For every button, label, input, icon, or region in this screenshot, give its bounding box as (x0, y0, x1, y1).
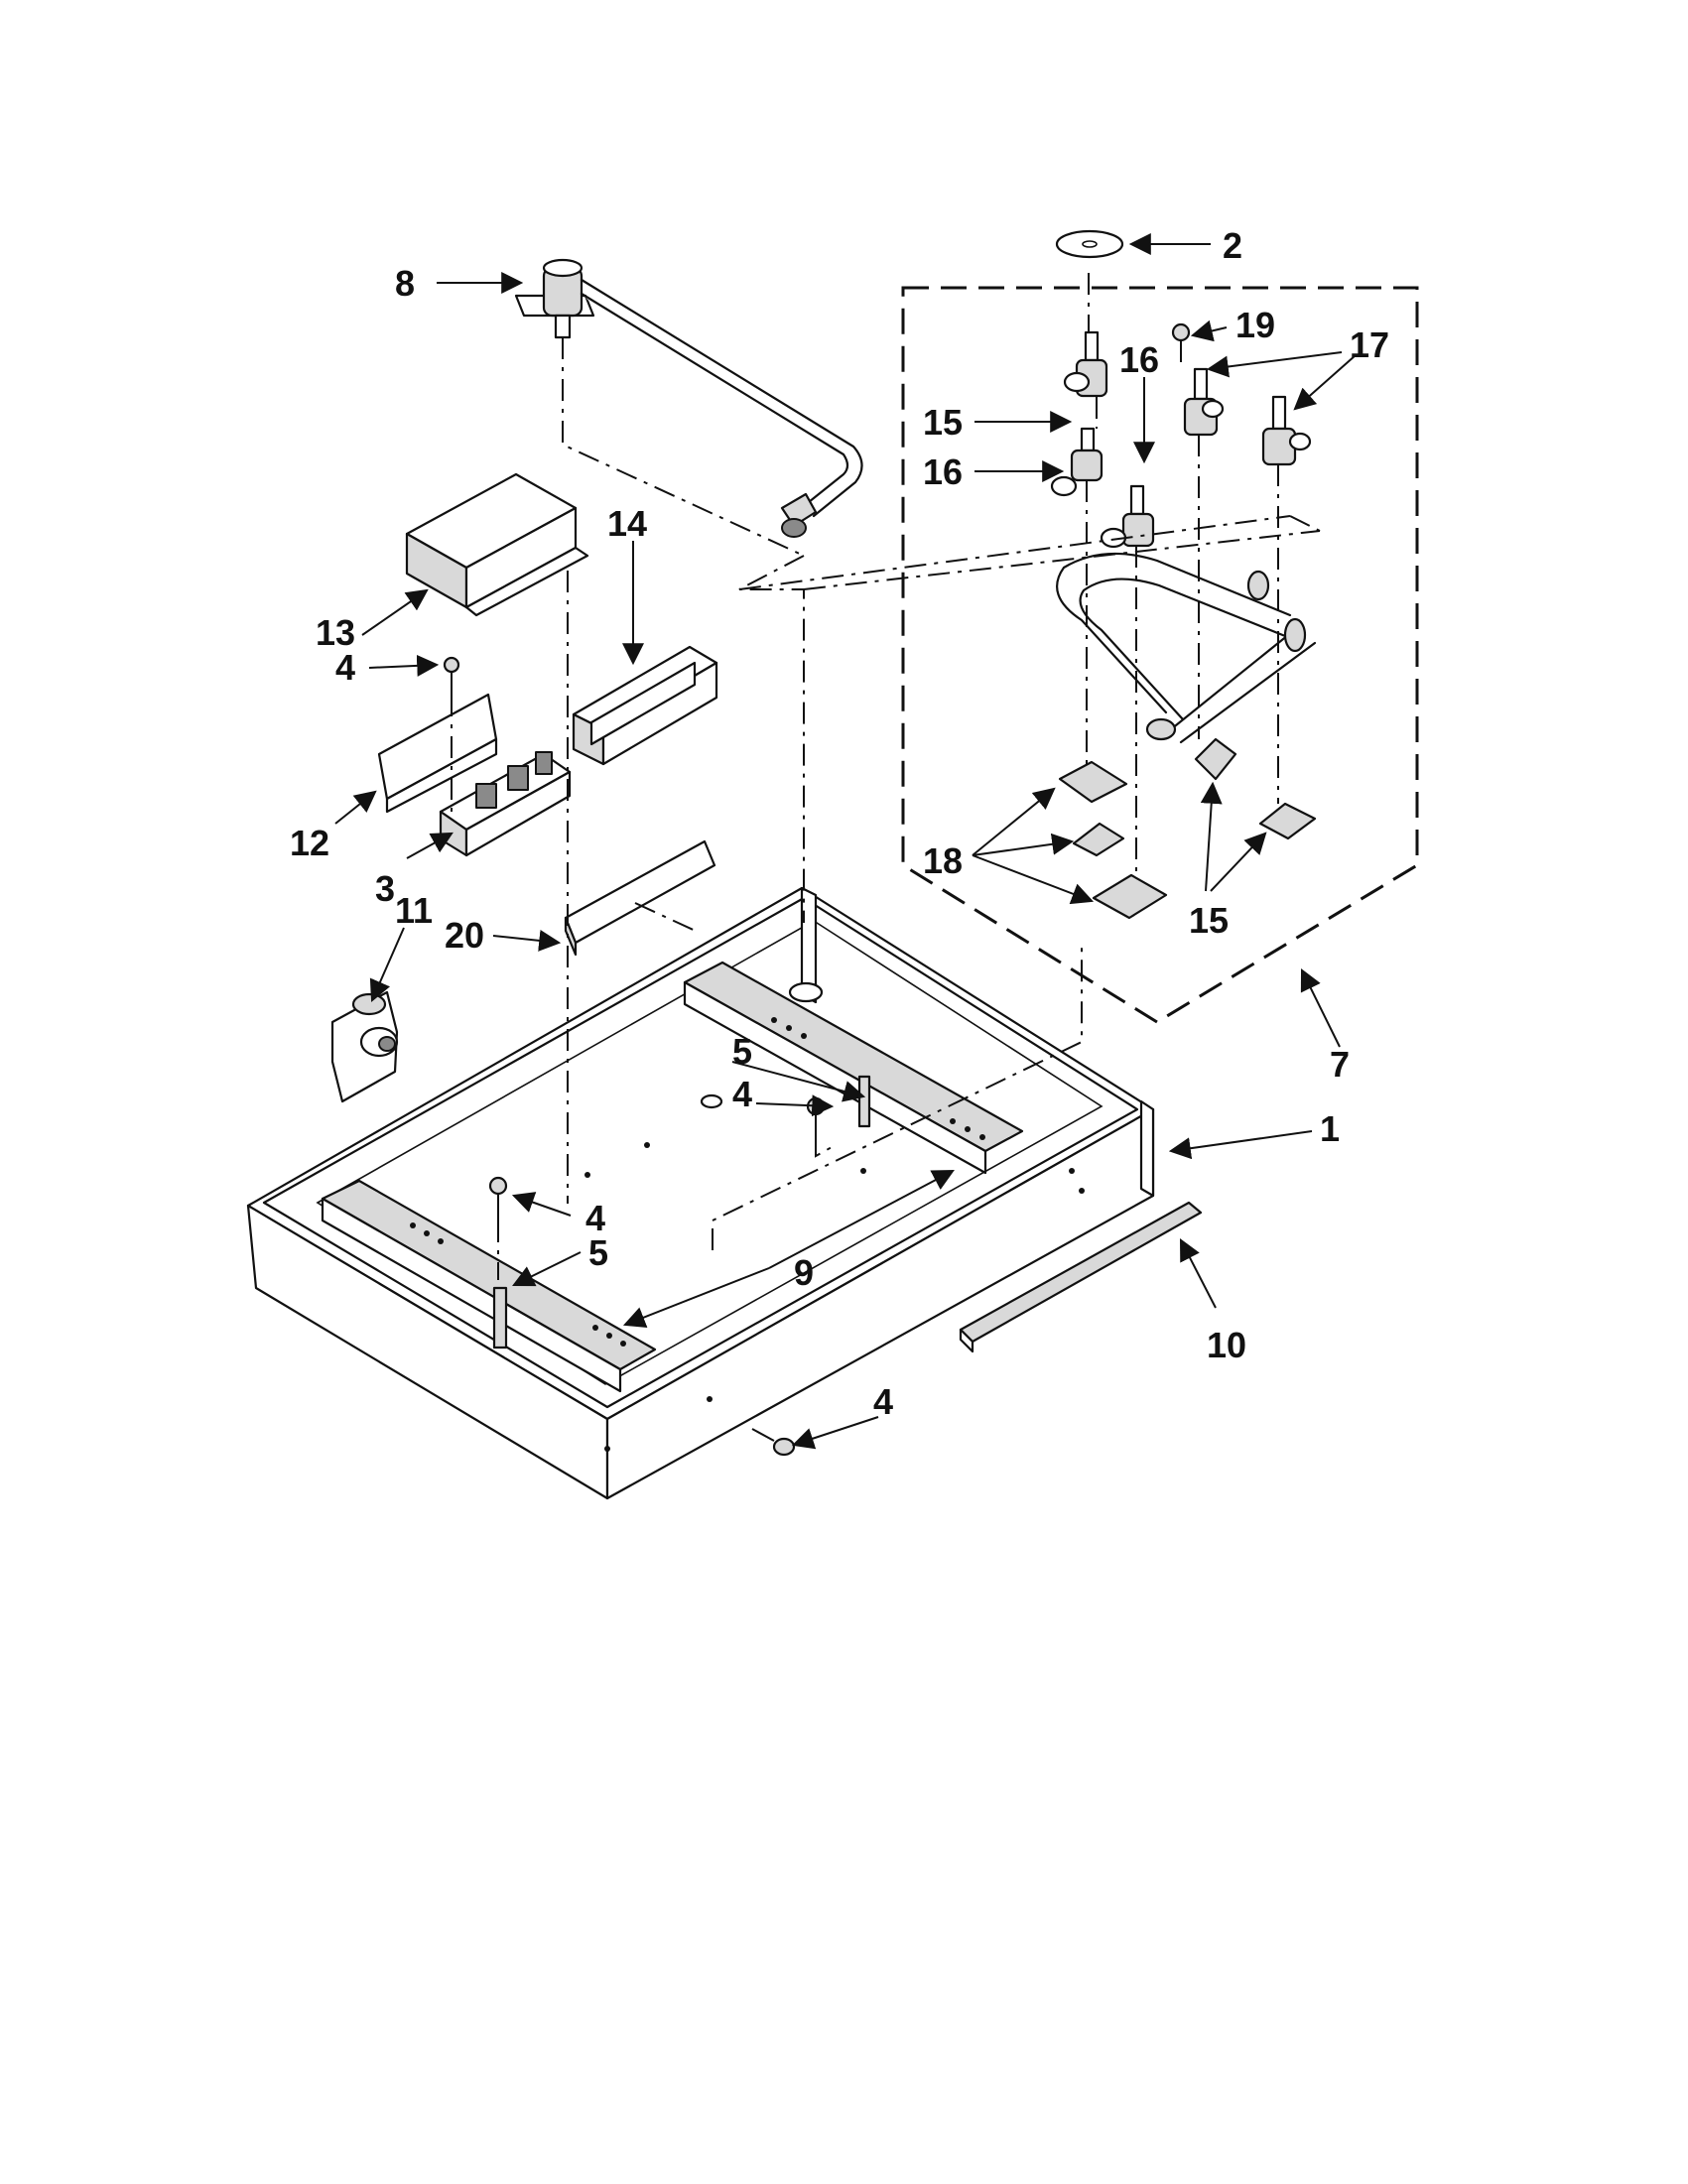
callout-8: 8 (395, 263, 415, 304)
screws (443, 322, 1191, 1457)
screw-4a (443, 656, 460, 695)
callout-14: 14 (607, 503, 647, 544)
callout-20: 20 (445, 915, 484, 956)
cover-box (405, 472, 589, 617)
callout-labels: 2 8 19 17 16 15 16 14 13 4 12 18 3 11 20… (290, 225, 1389, 1422)
bracket-18c (1092, 873, 1168, 920)
valve-15-top (1063, 330, 1108, 398)
callout-9: 9 (794, 1252, 814, 1293)
bracket-18b (1072, 822, 1125, 857)
callout-10: 10 (1207, 1325, 1246, 1365)
callout-1: 1 (1320, 1108, 1340, 1149)
callout-4c: 4 (585, 1198, 605, 1238)
callout-18: 18 (923, 840, 963, 881)
washer-2 (1055, 229, 1124, 259)
callout-2: 2 (1223, 225, 1242, 266)
callout-16a: 16 (1119, 339, 1159, 380)
callout-7: 7 (1330, 1044, 1350, 1085)
alignment-lines (451, 337, 1321, 1280)
valve-17-b (1261, 395, 1312, 466)
callout-4b: 4 (732, 1074, 752, 1114)
screw-4c (488, 1176, 508, 1220)
clamp-15b (1258, 802, 1317, 840)
screw-19 (1171, 322, 1191, 362)
callout-3: 3 (375, 868, 395, 909)
valve-17-a (1183, 367, 1225, 437)
channel-insulation (572, 645, 718, 766)
callout-15b: 15 (1189, 900, 1229, 941)
callout-4a: 4 (335, 647, 355, 688)
bracket-front (492, 1286, 508, 1349)
callout-17: 17 (1350, 324, 1389, 365)
clamp-15a (1194, 737, 1237, 781)
screw-4d (751, 1428, 796, 1457)
callout-16b: 16 (923, 451, 963, 492)
pressure-regulator (330, 990, 399, 1103)
burner-valve-assembly (901, 273, 1419, 1024)
callout-5b: 5 (588, 1232, 608, 1273)
manifold-pipe (514, 258, 863, 538)
valve-16-left (1050, 427, 1104, 497)
callout-15a: 15 (923, 402, 963, 443)
callout-5a: 5 (732, 1031, 752, 1072)
callout-13: 13 (316, 612, 355, 653)
trim-strip (959, 1201, 1203, 1353)
callout-19: 19 (1235, 305, 1275, 345)
bracket-rear (857, 1075, 871, 1128)
spark-module (439, 751, 572, 857)
insulation-block (564, 839, 716, 957)
callout-12: 12 (290, 823, 329, 863)
bracket-18a (1058, 760, 1128, 804)
mounting-plate (377, 693, 498, 814)
callout-4d: 4 (873, 1381, 893, 1422)
leader-arrows (334, 233, 1357, 1450)
base-pan (246, 886, 1155, 1500)
callout-11: 11 (395, 890, 433, 931)
